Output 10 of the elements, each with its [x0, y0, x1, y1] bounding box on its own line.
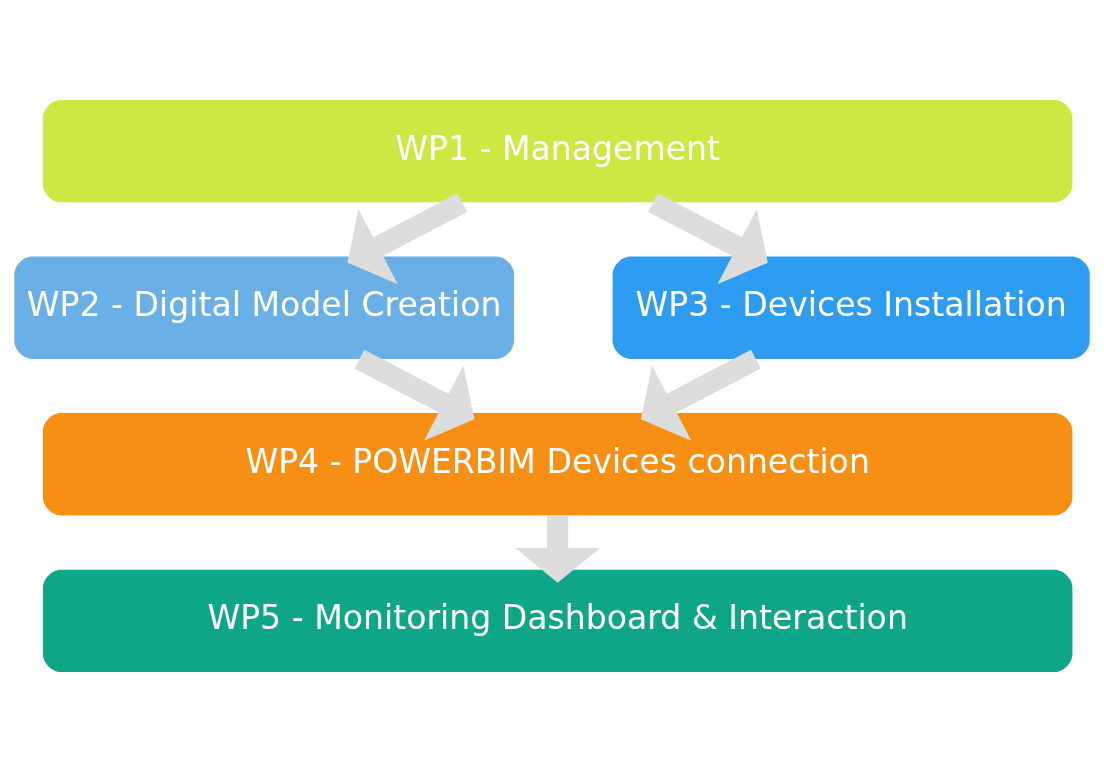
node-box: WP1 - Management [42, 99, 1073, 202]
arrow [640, 349, 761, 441]
arrow [347, 192, 468, 284]
arrow [648, 192, 768, 284]
node-box: WP4 - POWERBIM Devices connection [42, 412, 1073, 515]
node-box: WP5 - Monitoring Dashboard & Interaction [42, 569, 1073, 672]
arrow [515, 515, 601, 583]
node-box: WP2 - Digital Model Creation [14, 256, 514, 359]
arrow [354, 349, 475, 441]
node-box: WP3 - Devices Installation [612, 256, 1090, 359]
